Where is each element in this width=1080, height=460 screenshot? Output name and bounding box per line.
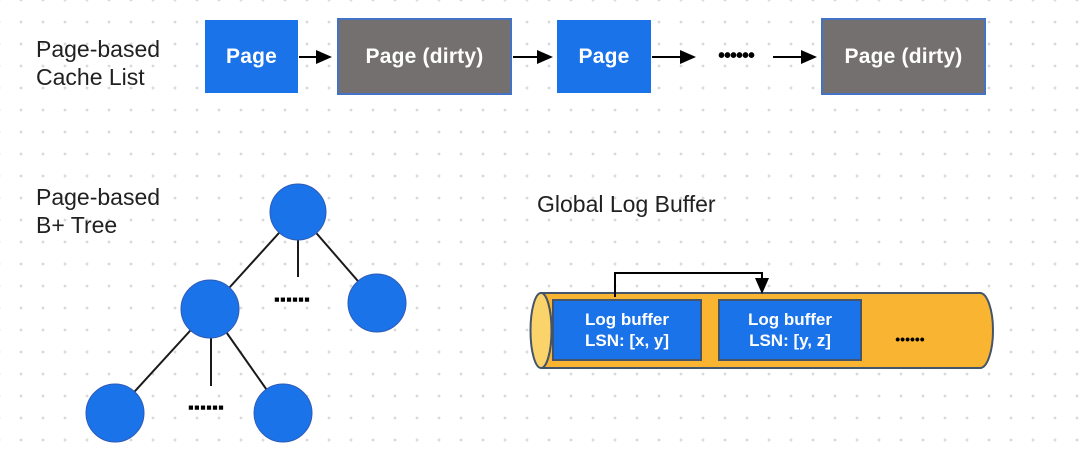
log-buffer-segment-1-line1: Log buffer	[584, 310, 670, 329]
log-buffer-segment-2-line1: Log buffer	[747, 310, 833, 329]
log-buffer-segment-1-line2: LSN: [x, y]	[584, 331, 670, 350]
btree-label-line2: B+ Tree	[36, 212, 118, 238]
log-buffer-label: Global Log Buffer	[537, 191, 716, 217]
log-buffer-segment-2: Log buffer LSN: [y, z]	[718, 299, 862, 361]
btree-root-node	[269, 183, 327, 241]
cache-list-label-line2: Cache List	[36, 64, 145, 90]
cache-box-page-2: Page	[557, 20, 651, 93]
btree-edges	[114, 211, 378, 414]
btree-ellipsis-mid: ▪▪▪▪▪▪	[273, 290, 311, 309]
cache-box-page-dirty-1: Page (dirty)	[337, 18, 512, 95]
cache-box-page-dirty-2: Page (dirty)	[821, 18, 986, 95]
btree-internal-node-right	[347, 273, 407, 333]
btree-leaf-node-right	[253, 383, 313, 443]
btree-leaf-node-left	[85, 383, 145, 443]
btree-nodes	[85, 183, 407, 443]
btree-ellipsis-leaf: ▪▪▪▪▪▪	[187, 398, 225, 417]
log-buffer-ellipsis: ••••••	[895, 331, 925, 347]
cache-list-label-line1: Page-based	[36, 36, 161, 62]
log-buffer-segment-1: Log buffer LSN: [x, y]	[552, 299, 702, 361]
btree-label: Page-based B+ Tree	[36, 183, 160, 239]
cache-list-label: Page-based Cache List	[36, 35, 160, 91]
btree-internal-node-left	[180, 279, 240, 339]
cache-box-page-1: Page	[205, 20, 298, 93]
log-buffer-segment-2-line2: LSN: [y, z]	[749, 331, 831, 350]
btree-label-line1: Page-based	[36, 184, 161, 210]
cylinder-left-cap	[529, 292, 553, 369]
arrow-segment1-to-segment2	[614, 272, 769, 297]
cache-list-ellipsis: ••••••	[717, 44, 755, 67]
